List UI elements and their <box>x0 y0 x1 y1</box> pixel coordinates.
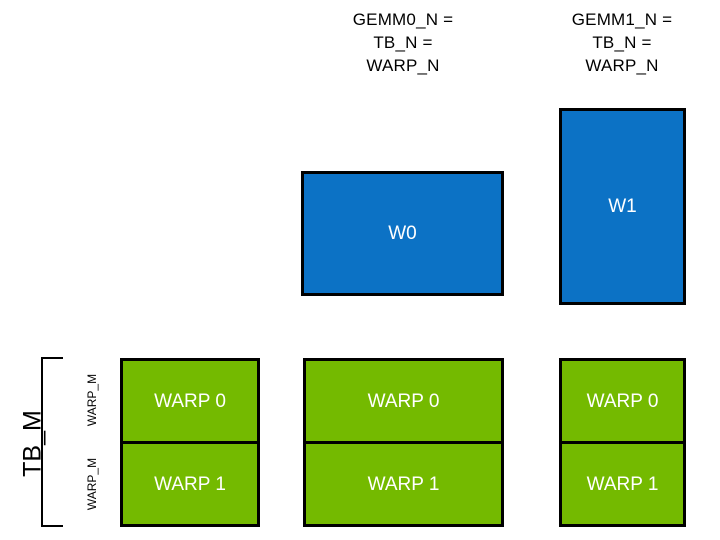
warp-cell-2-1-label: WARP 1 <box>586 473 659 495</box>
warp-column-2: WARP 0 WARP 1 <box>559 358 686 527</box>
warp-block-w0-label: W0 <box>388 223 417 244</box>
warp-cell-2-0: WARP 0 <box>562 361 683 444</box>
warp-cell-2-0-label: WARP 0 <box>586 390 659 412</box>
warp-cell-1-1-label: WARP 1 <box>367 473 440 495</box>
warp-cell-0-0-label: WARP 0 <box>154 390 226 412</box>
tb-m-bracket <box>41 357 63 527</box>
warp-cell-1-0: WARP 0 <box>306 361 501 444</box>
warp-block-w0: W0 <box>301 171 504 296</box>
warp-cell-1-1: WARP 1 <box>306 444 501 524</box>
warp-cell-0-1-label: WARP 1 <box>154 473 226 495</box>
warp-block-w1-label: W1 <box>608 196 637 217</box>
column-caption-gemm0: GEMM0_N = TB_N = WARP_N <box>352 10 454 75</box>
warp-block-w1: W1 <box>559 108 686 305</box>
axis-label-warp-m-bottom: WARP_M <box>85 457 99 511</box>
warp-column-0: WARP 0 WARP 1 <box>120 358 260 527</box>
warp-column-1: WARP 0 WARP 1 <box>303 358 504 527</box>
warp-cell-1-0-label: WARP 0 <box>367 390 440 412</box>
warp-cell-2-1: WARP 1 <box>562 444 683 524</box>
column-caption-gemm1: GEMM1_N = TB_N = WARP_N <box>571 10 673 75</box>
axis-label-warp-m-top: WARP_M <box>85 373 99 427</box>
warp-cell-0-1: WARP 1 <box>123 444 257 524</box>
warp-cell-0-0: WARP 0 <box>123 361 257 444</box>
